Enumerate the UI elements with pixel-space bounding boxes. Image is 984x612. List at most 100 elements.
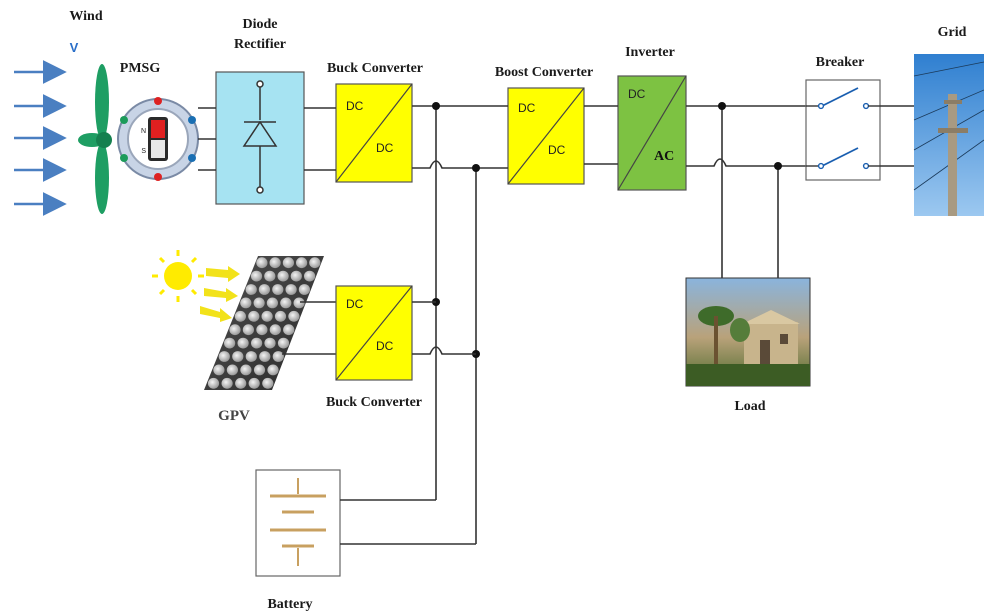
- inverter-input-label: DC: [628, 87, 646, 101]
- pv-cell: [264, 337, 276, 349]
- pv-cell: [207, 377, 220, 389]
- load-label: Load: [734, 399, 765, 414]
- pv-cell: [258, 284, 270, 295]
- breaker-grid-wires: [880, 105, 916, 167]
- pmsg-label: PMSG: [120, 61, 161, 76]
- pv-cell: [298, 284, 310, 295]
- pv-cell: [221, 377, 233, 389]
- inverter: DC AC: [617, 75, 687, 191]
- load-house-image: [685, 277, 811, 387]
- diode-rectifier-label-line2: Rectifier: [234, 37, 286, 52]
- boost-output-label: DC: [548, 143, 566, 157]
- pv-cell: [251, 337, 263, 349]
- ac-bus-junctions: [718, 102, 782, 170]
- buck-converter-bottom-label: Buck Converter: [326, 395, 422, 410]
- pv-cell: [296, 257, 308, 269]
- pv-cell: [256, 257, 268, 269]
- buck-converter-bottom: DC DC: [335, 285, 413, 381]
- pmsg-north-pole: N: [141, 128, 146, 135]
- pv-cell: [224, 337, 236, 349]
- pv-cell: [235, 377, 247, 389]
- pv-cell: [234, 310, 246, 322]
- pv-cell: [245, 284, 257, 295]
- pmsg-south-pole: S: [141, 148, 146, 155]
- buck-converter-top-label: Buck Converter: [327, 61, 423, 76]
- boost-converter: DC DC: [507, 87, 585, 185]
- wind-turbine-icon: [78, 64, 112, 214]
- buck-converter-top: DC DC: [335, 83, 413, 183]
- pv-cell: [290, 270, 302, 282]
- dc-bus-wires: [412, 105, 508, 544]
- boost-inverter-wires: [584, 105, 618, 165]
- buck-top-input-label: DC: [346, 99, 364, 113]
- pv-cell: [264, 270, 276, 282]
- pv-cell: [280, 297, 292, 309]
- ac-bus-wires: [686, 105, 806, 278]
- pv-cell: [266, 297, 278, 309]
- buck-top-output-label: DC: [376, 141, 394, 155]
- pv-cell: [261, 310, 273, 322]
- pv-cell: [309, 257, 321, 269]
- grid-utility-pole-icon: [913, 54, 984, 216]
- pv-cell: [267, 364, 279, 376]
- pmsg-generator-icon: N S: [117, 97, 199, 181]
- pv-cell: [226, 364, 238, 376]
- pv-cell: [277, 337, 290, 349]
- pv-cell: [245, 351, 257, 362]
- wind-speed-symbol: V: [70, 40, 79, 55]
- pv-cell: [259, 351, 271, 362]
- pv-cell: [293, 297, 305, 309]
- pv-cell: [213, 364, 225, 376]
- pv-cell: [253, 297, 265, 309]
- pv-cell: [277, 270, 289, 282]
- buck-bottom-output-label: DC: [376, 339, 394, 353]
- grid-label: Grid: [938, 25, 967, 40]
- pv-cell: [248, 377, 260, 389]
- pv-cell: [250, 270, 263, 282]
- pv-cell: [229, 324, 241, 336]
- boost-converter-label: Boost Converter: [495, 65, 593, 80]
- pv-cell: [262, 377, 274, 389]
- pv-cell: [269, 324, 281, 336]
- battery-icon: [255, 469, 341, 577]
- pv-buck-wires: [282, 301, 336, 355]
- dc-bus-junctions: [432, 102, 480, 358]
- sun-icon: [152, 250, 204, 302]
- sunlight-arrows-icon: [200, 266, 240, 322]
- pv-cell: [253, 364, 266, 376]
- pv-cell: [272, 284, 284, 295]
- inverter-output-label: AC: [654, 149, 674, 164]
- pv-cell: [285, 284, 297, 295]
- rectifier-buck-wires: [304, 107, 336, 171]
- pv-cell: [272, 351, 284, 362]
- boost-input-label: DC: [518, 101, 536, 115]
- battery-bus-wires: [340, 499, 476, 545]
- pv-cell: [256, 324, 268, 336]
- pv-cell: [218, 351, 230, 362]
- pv-cell: [283, 324, 295, 336]
- pv-cell: [237, 337, 249, 349]
- pv-cell: [248, 310, 260, 322]
- breaker-icon: [805, 79, 881, 181]
- pv-cell: [274, 310, 287, 322]
- buck-bottom-bus-wires: [412, 301, 476, 355]
- diode-rectifier-label-line1: Diode: [243, 17, 278, 32]
- gpv-label: GPV: [218, 408, 250, 424]
- pv-cell: [240, 297, 252, 309]
- pv-cell: [242, 324, 254, 336]
- pv-cell: [282, 257, 294, 269]
- pv-cell: [288, 310, 300, 322]
- pv-cell: [304, 270, 316, 282]
- wind-arrows-icon: [14, 60, 67, 216]
- inverter-label: Inverter: [625, 45, 675, 60]
- pv-cell: [232, 351, 244, 362]
- diode-icon: [242, 80, 278, 194]
- battery-label: Battery: [267, 597, 312, 612]
- pv-panel-icon: [204, 256, 324, 390]
- buck-bottom-input-label: DC: [346, 297, 364, 311]
- pv-cell: [240, 364, 252, 376]
- pv-cell: [269, 257, 281, 269]
- wind-label: Wind: [69, 9, 102, 24]
- breaker-label: Breaker: [816, 55, 865, 70]
